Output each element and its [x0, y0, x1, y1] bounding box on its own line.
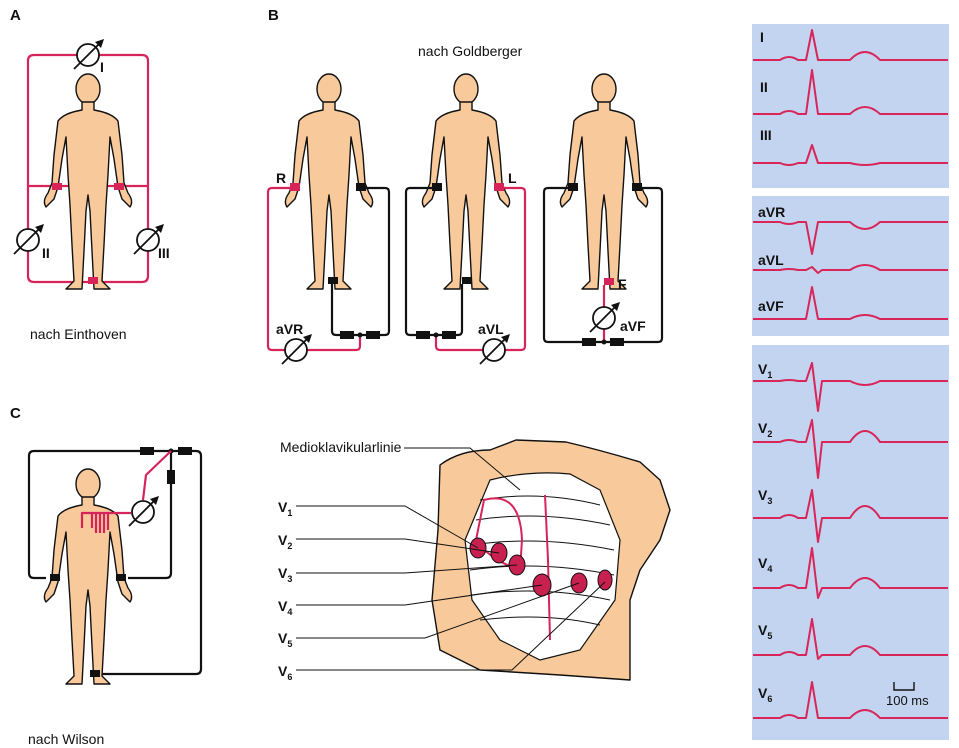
ecg-group-limb: [752, 24, 949, 188]
ecg-label-i: I: [760, 29, 764, 45]
svg-text:V6: V6: [278, 663, 292, 682]
svg-text:V2: V2: [278, 532, 292, 551]
ecg-trace-v1: [753, 362, 948, 412]
ecg-label-v2: V2: [758, 420, 772, 439]
voltmeter-icon-avf: [589, 301, 621, 333]
ecg-label-ii: II: [760, 79, 768, 95]
ecg-label-v3: V3: [758, 487, 772, 506]
scale-bar: [893, 682, 915, 691]
human-figure-avl: [421, 73, 511, 290]
voltmeter-icon-avr: [281, 333, 313, 365]
ecg-trace-v2: [753, 419, 948, 479]
chest-electrode-labels: V1 V2 V3 V4 V5 V6: [278, 499, 292, 682]
ecg-trace-avl: [753, 264, 948, 274]
ecg-label-v5: V5: [758, 622, 772, 641]
ecg-label-v1: V1: [758, 361, 772, 380]
ecg-trace-v4: [753, 547, 948, 599]
medioclavicular-line: [544, 494, 551, 641]
svg-text:V5: V5: [278, 630, 292, 649]
panel-a-label: A: [10, 7, 21, 24]
svg-text:V4: V4: [278, 598, 292, 617]
human-figure-avr: [284, 73, 374, 290]
ecg-group-augmented: [752, 196, 949, 336]
ecg-trace-i: [753, 29, 948, 61]
lead-iii-label: III: [158, 245, 170, 261]
panel-c-caption: nach Wilson: [28, 731, 104, 747]
panel-b-label: B: [268, 7, 279, 24]
panel-b-goldberger: B nach Goldberger R aVR L aVL: [266, 7, 664, 365]
ecg-trace-iii: [753, 144, 948, 166]
ecg-label-iii: III: [760, 127, 772, 143]
panel-c-wilson: C nach Wilson: [10, 405, 671, 747]
lead-avf-label: aVF: [620, 318, 646, 334]
ecg-label-avr: aVR: [758, 204, 785, 220]
ecg-trace-avr: [753, 221, 948, 255]
electrode-l-label: L: [508, 170, 517, 186]
human-figure-a: [43, 73, 133, 290]
ecg-trace-v6: [753, 681, 948, 719]
ecg-label-avf: aVF: [758, 298, 784, 314]
scale-bar-label: 100 ms: [886, 693, 929, 708]
voltmeter-icon-wilson: [128, 495, 160, 527]
ecg-trace-v3: [753, 489, 948, 543]
ecg-group-precordial: [752, 345, 949, 740]
medioklavikularlinie-label: Medioklavikularlinie: [280, 439, 402, 455]
lead-ii-label: II: [42, 245, 50, 261]
lead-avr-label: aVR: [276, 321, 303, 337]
svg-text:V1: V1: [278, 499, 292, 518]
voltmeter-icon-avl: [479, 333, 511, 365]
ecg-label-avl: aVL: [758, 252, 784, 268]
panel-a-einthoven: A I II III nach Einthoven: [10, 7, 170, 342]
einthoven-triangle-wires: [26, 53, 150, 284]
panel-b-caption: nach Goldberger: [418, 43, 523, 59]
ecg-trace-ii: [753, 69, 948, 115]
ecg-label-v6: V6: [758, 685, 772, 704]
panel-c-label: C: [10, 405, 21, 422]
ecg-trace-avf: [753, 286, 948, 320]
electrode-f-label: F: [618, 276, 627, 292]
svg-text:V3: V3: [278, 565, 292, 584]
human-figure-avf: [559, 73, 649, 290]
ecg-trace-v5: [753, 618, 948, 660]
voltmeter-icon-lead-ii: [13, 223, 45, 255]
electrode-r-label: R: [276, 170, 286, 186]
lead-i-label: I: [100, 59, 104, 75]
lead-avl-label: aVL: [478, 321, 504, 337]
panel-a-caption: nach Einthoven: [30, 326, 127, 342]
ecg-label-v4: V4: [758, 555, 772, 574]
